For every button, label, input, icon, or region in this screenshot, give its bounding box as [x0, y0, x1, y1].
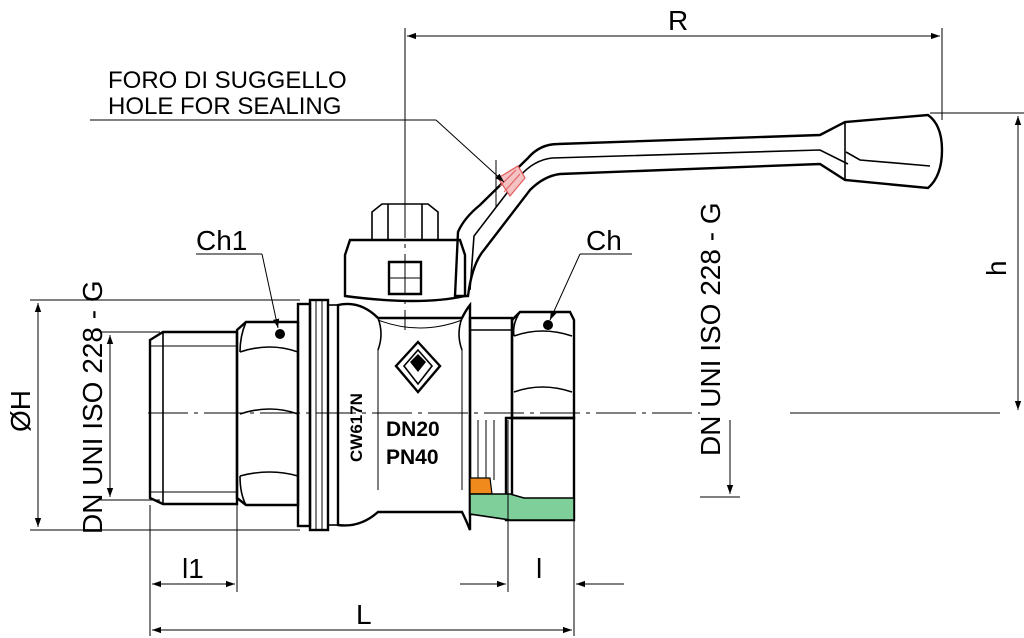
sealing-hole-label-it: FORO DI SUGGELLO	[108, 67, 347, 94]
dim-l-label: L	[356, 599, 372, 630]
manufacturer-logo	[394, 340, 442, 394]
callout-sealing-hole: FORO DI SUGGELLO HOLE FOR SEALING	[90, 67, 505, 208]
body-material-mark: CW617N	[347, 393, 366, 462]
dim-r-label: R	[668, 5, 688, 36]
sealing-hole-label-en: HOLE FOR SEALING	[108, 93, 341, 120]
stem-assembly	[343, 203, 467, 303]
dimension-l-small: l	[460, 420, 624, 592]
male-thread-end	[148, 330, 239, 506]
thread-spec-right: DN UNI ISO 228 - G	[695, 202, 726, 456]
female-thread-end	[468, 310, 576, 522]
pressure-rating-mark: PN40	[386, 446, 439, 469]
callout-ch: Ch	[549, 225, 632, 321]
nominal-size-mark: DN20	[386, 418, 440, 441]
dimension-l1: l1	[152, 505, 238, 592]
gasket	[469, 477, 493, 495]
callout-ch1: Ch1	[196, 225, 280, 329]
dim-diameter-h-label: ØH	[5, 390, 36, 432]
dimension-h: h	[930, 112, 1024, 410]
dim-l1-label: l1	[182, 553, 204, 584]
hex-nut-ch	[510, 310, 576, 420]
dimension-thread-right: DN UNI ISO 228 - G	[695, 202, 740, 498]
dim-h-label: h	[981, 260, 1012, 276]
dim-l-small-label: l	[536, 553, 542, 584]
callout-ch-label: Ch	[586, 225, 622, 256]
thread-spec-left: DN UNI ISO 228 - G	[77, 280, 108, 534]
dimension-diameter-h: ØH	[5, 299, 300, 531]
union-collar	[296, 298, 339, 532]
valve-body: CW617N DN20 PN40	[336, 301, 472, 531]
sealing-hole	[497, 165, 526, 198]
callout-ch1-label: Ch1	[196, 225, 247, 256]
thread-sealing-zone	[469, 493, 575, 521]
dimension-l: L	[149, 505, 575, 636]
dimension-r: R	[404, 5, 943, 205]
lever-handle	[453, 113, 944, 298]
dimension-thread-left: DN UNI ISO 228 - G	[77, 280, 160, 534]
